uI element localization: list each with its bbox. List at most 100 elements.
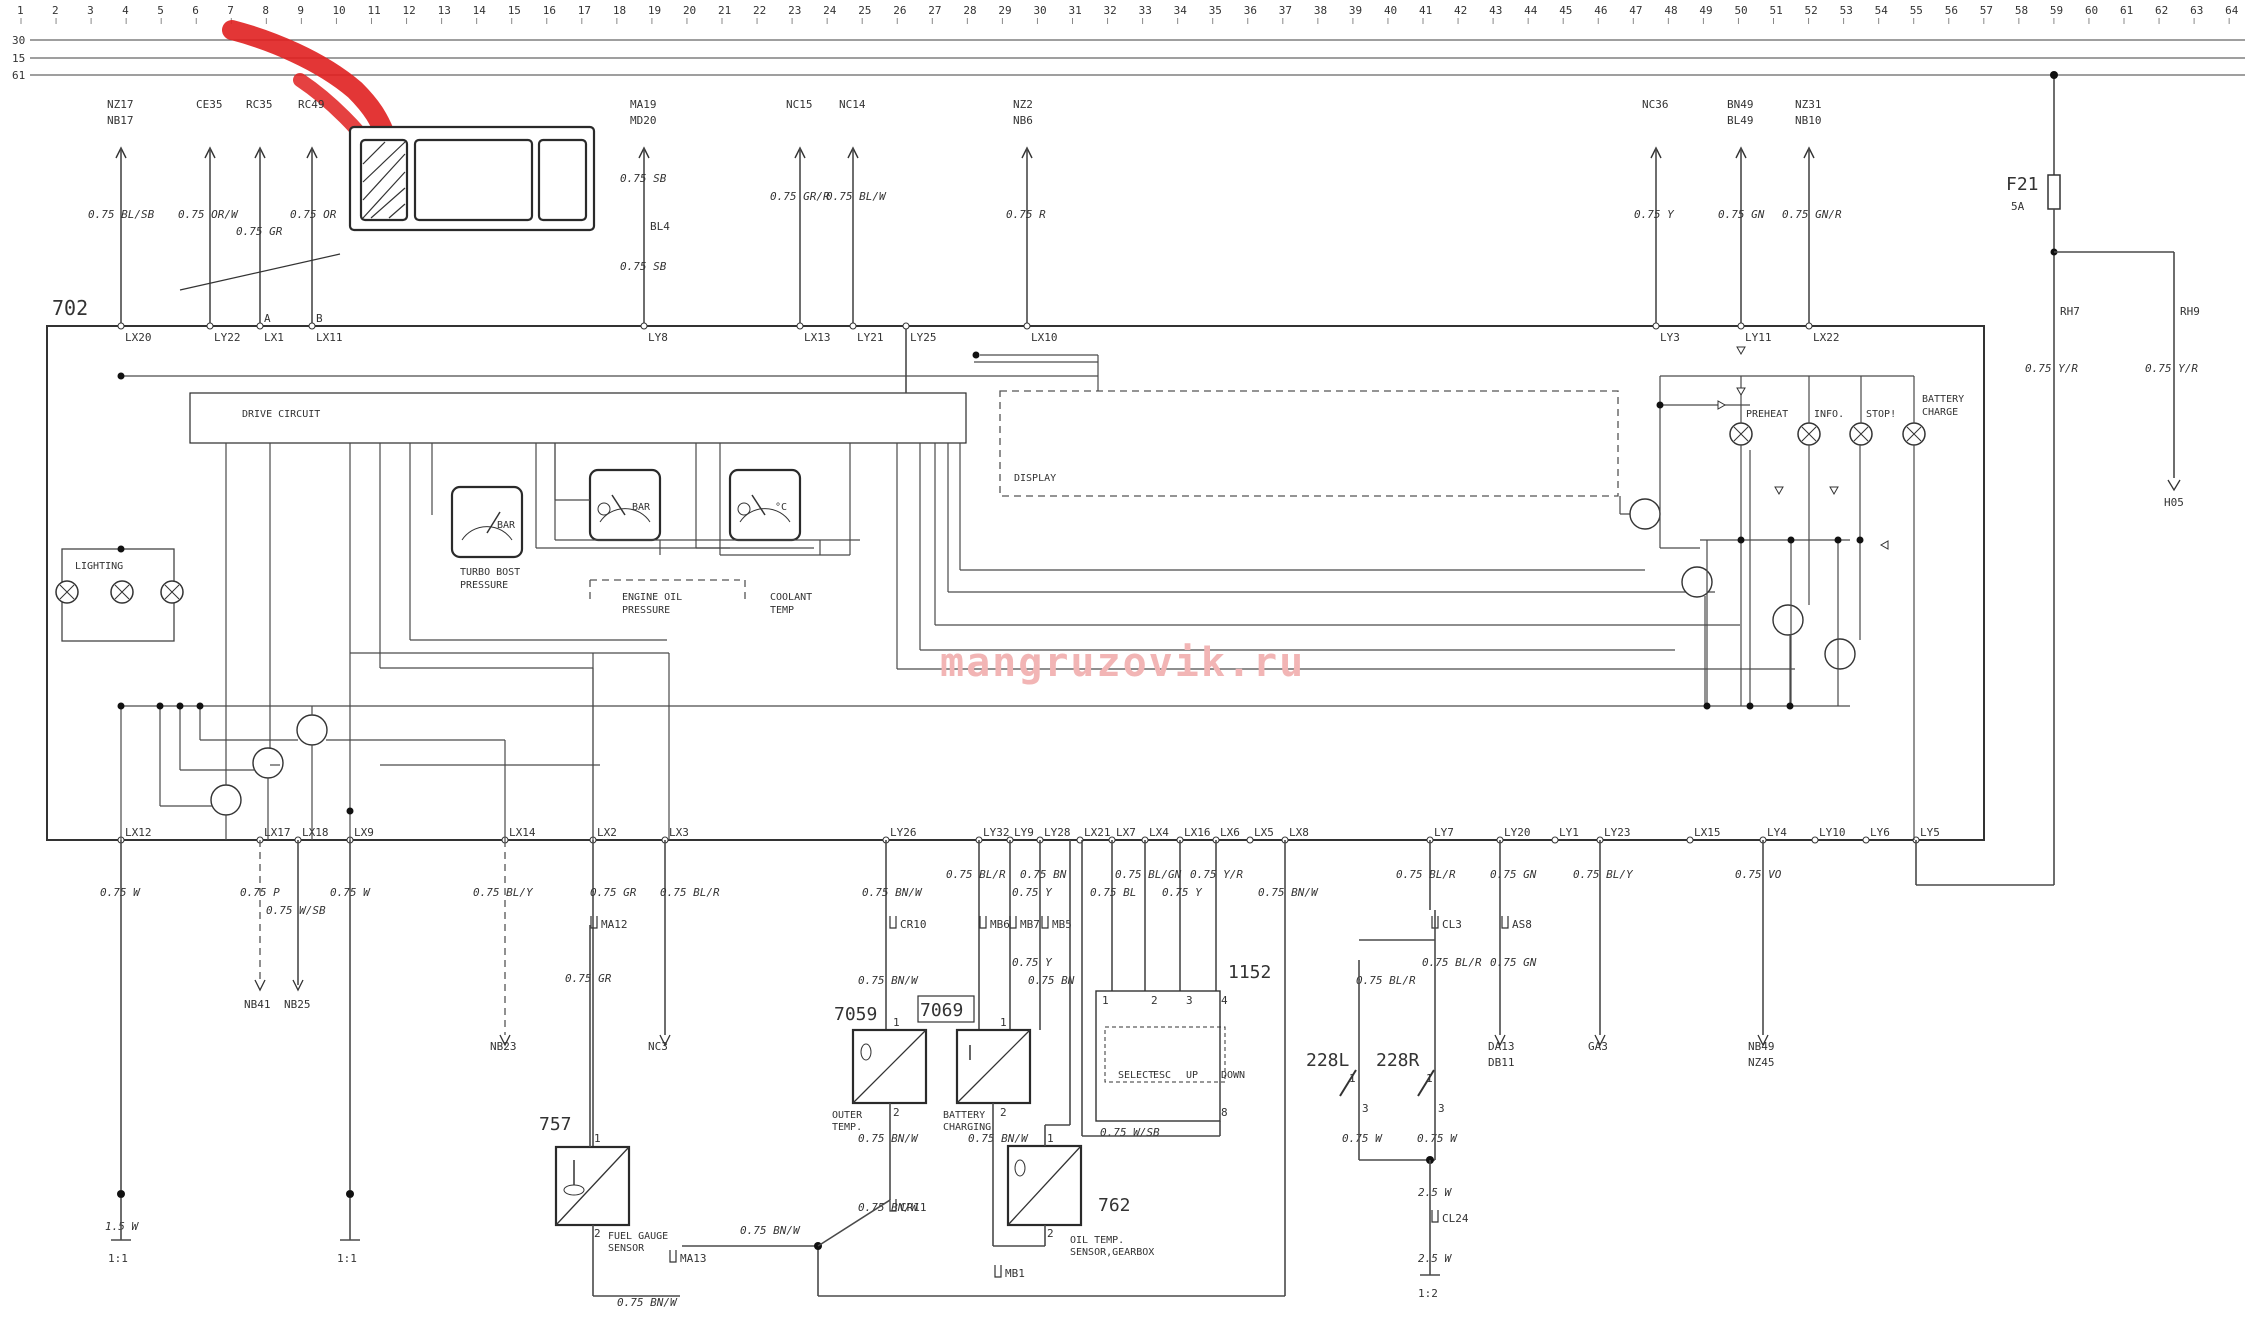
pin-label: LX7 [1116, 826, 1136, 839]
svg-text:TEMP.: TEMP. [832, 1122, 862, 1133]
pin-label: LX10 [1031, 331, 1058, 344]
pin-number: 4 [1221, 994, 1228, 1007]
c7059-id: 7059 [834, 1004, 877, 1025]
transistor-icon [1772, 604, 1804, 636]
pin-label: LY26 [890, 826, 917, 839]
connector-icon [979, 916, 987, 929]
svg-text:CHARGING: CHARGING [943, 1122, 991, 1133]
ruler-number: 32 [1104, 4, 1117, 17]
pin-number: 1 [1102, 994, 1109, 1007]
warning-lamps: PREHEAT INFO. STOP! BATTERY CHARGE [1729, 394, 1964, 446]
pin-letter: A [264, 312, 271, 325]
ruler-number: 47 [1629, 4, 1642, 17]
battery-label-1: BATTERY [1922, 394, 1964, 405]
connector-label: CR11 [900, 1201, 927, 1214]
component-7059: 7059 OUTER TEMP. [832, 1004, 928, 1133]
lighting-label: LIGHTING [75, 561, 123, 572]
pin-dot [1737, 322, 1745, 330]
ruler-number: 2 [52, 4, 59, 17]
ruler-number: 60 [2085, 4, 2098, 17]
ruler-number: 5 [157, 4, 164, 17]
ruler-number: 23 [788, 4, 801, 17]
ruler-number: 15 [508, 4, 521, 17]
connector-label: NZ31 [1795, 98, 1822, 111]
ruler-number: 41 [1419, 4, 1432, 17]
ruler-number: 3 [87, 4, 94, 17]
ruler-number: 36 [1244, 4, 1257, 17]
connector-label: CL3 [1442, 918, 1462, 931]
ruler-number: 58 [2015, 4, 2028, 17]
svg-text:0.75 Y/R: 0.75 Y/R [2145, 362, 2198, 375]
ruler-number: 48 [1664, 4, 1677, 17]
pin-label: LX16 [1184, 826, 1211, 839]
ruler-number: 42 [1454, 4, 1467, 17]
ruler-number: 22 [753, 4, 766, 17]
connector-label: NB17 [107, 114, 134, 127]
turbo-label-2: PRESSURE [460, 580, 508, 591]
pin-number: 2 [1000, 1106, 1007, 1119]
ruler-number: 43 [1489, 4, 1502, 17]
connector-label: NZ2 [1013, 98, 1033, 111]
pin-dot [1246, 836, 1254, 844]
transistor-icon [210, 784, 242, 816]
ruler-number: 29 [998, 4, 1011, 17]
ruler-number: 1 [17, 4, 24, 17]
component-757: 757 FUEL GAUGE SENSOR [539, 1114, 668, 1254]
connector-label: MD20 [630, 114, 657, 127]
wire-label: 0.75 W [1342, 1132, 1383, 1145]
connector-arrow-icon [254, 979, 266, 992]
pin-number: 1 [893, 1016, 900, 1029]
ruler-number: 24 [823, 4, 837, 17]
switch-228r: 228R [1376, 1050, 1435, 1097]
wire-label: 0.75 BL/Y [1573, 868, 1634, 881]
connector-bl4: BL4 [650, 220, 670, 233]
ruler-number: 64 [2225, 4, 2239, 17]
wire-label: 0.75 SB [620, 172, 667, 185]
ruler-number: 53 [1840, 4, 1853, 17]
power-buses: 30 15 61 [12, 34, 2245, 82]
wire-label: 0.75 BL/R [1422, 956, 1482, 969]
pin-label: LY5 [1920, 826, 1940, 839]
down-button-label: DOWN [1221, 1070, 1245, 1081]
wire-label: 0.75 BN [1020, 868, 1067, 881]
c1152-id: 1152 [1228, 962, 1271, 983]
wire-label: 0.75 BL/SB [88, 208, 155, 221]
transistor-icon [1824, 638, 1856, 670]
cluster-id: 702 [52, 296, 88, 320]
connector-icon [889, 1199, 897, 1212]
ruler-number: 9 [297, 4, 304, 17]
pin-number: 2 [594, 1227, 601, 1240]
pin-label: LX21 [1084, 826, 1111, 839]
info-label: INFO. [1814, 409, 1844, 420]
wire-label: 0.75 VO [1735, 868, 1782, 881]
c228r-id: 228R [1376, 1050, 1420, 1071]
ruler-number: 63 [2190, 4, 2203, 17]
connector-arrow-icon [292, 979, 304, 992]
transistor-icon [252, 747, 284, 779]
pin-label: LY32 [983, 826, 1010, 839]
battery-label-2: CHARGE [1922, 407, 1958, 418]
svg-text:FUEL GAUGE: FUEL GAUGE [608, 1231, 668, 1242]
connector-label: NB6 [1013, 114, 1033, 127]
ruler-number: 8 [262, 4, 269, 17]
pin-label: LY3 [1660, 331, 1680, 344]
pin-label: LY10 [1819, 826, 1846, 839]
lighting-lamp-icon [55, 580, 184, 604]
pin-label: LX20 [125, 331, 152, 344]
oil-label-1: ENGINE OIL [622, 592, 682, 603]
bus-15: 15 [12, 52, 25, 65]
wire-label: 0.75 Y [1634, 208, 1675, 221]
ruler-number: 20 [683, 4, 696, 17]
wire-label: 0.75 GR/R [770, 190, 830, 203]
ruler-number: 28 [963, 4, 976, 17]
ruler-number: 18 [613, 4, 626, 17]
wire-label: 0.75 Y [1012, 886, 1053, 899]
connector-label: BL49 [1727, 114, 1754, 127]
svg-text:OUTER: OUTER [832, 1110, 863, 1121]
preheat-label: PREHEAT [1746, 409, 1788, 420]
connector-label: MA13 [680, 1252, 707, 1265]
connector-icon [590, 916, 598, 929]
ruler-number: 21 [718, 4, 731, 17]
ruler-number: 49 [1699, 4, 1712, 17]
